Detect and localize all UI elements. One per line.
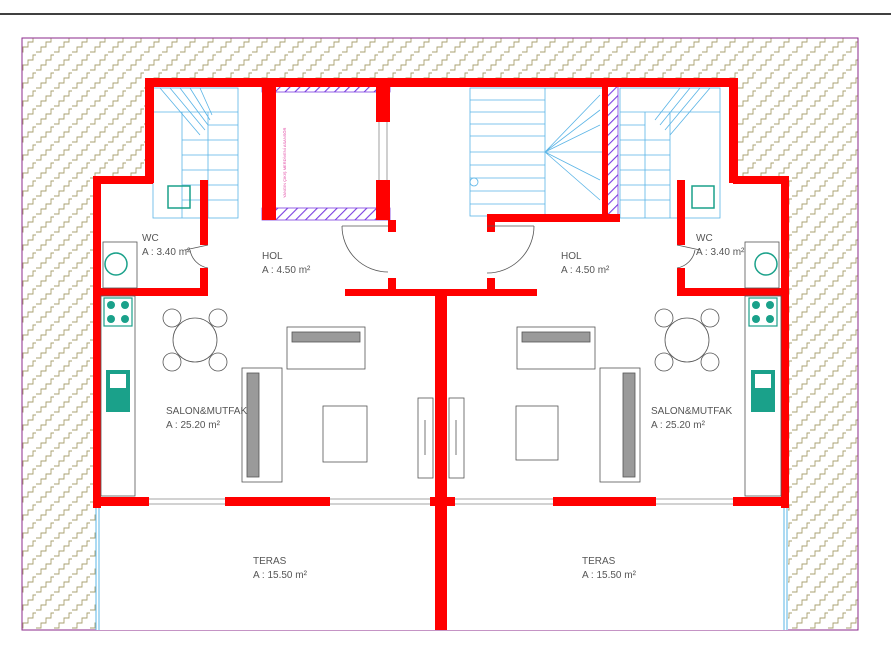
room-name-hol-2: HOL xyxy=(561,251,582,262)
kitchen-counter xyxy=(100,295,782,497)
room-name-salon: SALON&MUTFAK xyxy=(166,406,247,417)
window xyxy=(149,122,733,505)
room-area-salon-2: A : 25.20 m² xyxy=(651,420,706,431)
stair-icon xyxy=(619,87,721,219)
room-name-wc-2: WC xyxy=(696,233,713,244)
walls xyxy=(93,78,789,630)
door-icon xyxy=(184,225,701,274)
room-name-hol: HOL xyxy=(262,251,283,262)
toilet-icon xyxy=(102,241,780,289)
dining-table-icon xyxy=(162,308,720,372)
room-name-teras: TERAS xyxy=(253,556,287,567)
room-area-salon: A : 25.20 m² xyxy=(166,420,221,431)
room-area-hol: A : 4.50 m² xyxy=(262,265,311,276)
sofa-icon xyxy=(241,326,641,483)
room-name-teras-2: TERAS xyxy=(582,556,616,567)
room-area-wc: A : 3.40 m² xyxy=(142,247,191,258)
room-area-hol-2: A : 4.50 m² xyxy=(561,265,610,276)
room-name-salon-2: SALON&MUTFAK xyxy=(651,406,732,417)
terrace-edges xyxy=(95,505,788,630)
room-area-wc-2: A : 3.40 m² xyxy=(696,247,745,258)
shaft-note: YANGIN ÇIKIŞ MERDİVENİ ASANSÖR xyxy=(282,128,287,198)
stove-icon xyxy=(103,297,778,327)
room-area-teras: A : 15.50 m² xyxy=(253,570,308,581)
room-labels: WC A : 3.40 m² HOL A : 4.50 m² SALON&MUT… xyxy=(142,233,745,581)
cabinet xyxy=(417,397,465,479)
room-name-wc: WC xyxy=(142,233,159,244)
room-area-teras-2: A : 15.50 m² xyxy=(582,570,637,581)
sink-icon xyxy=(106,185,775,412)
